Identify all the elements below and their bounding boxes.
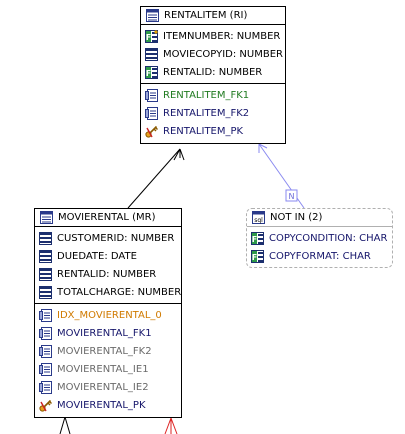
key-label: MOVIERENTAL_PK: [57, 399, 146, 411]
table-icon: [146, 9, 159, 22]
column-icon: [145, 48, 158, 61]
key-row[interactable]: MOVIERENTAL_IE2: [35, 378, 181, 396]
column-row[interactable]: TOTALCHARGE: NUMBER: [35, 283, 181, 301]
key-row[interactable]: MOVIERENTAL_FK1: [35, 324, 181, 342]
column-row[interactable]: DUEDATE: DATE: [35, 247, 181, 265]
movierental-title: MOVIERENTAL (MR): [58, 212, 156, 223]
table-icon: [40, 211, 53, 224]
cardinality-badge: N: [285, 189, 298, 202]
column-label: RENTALID: NUMBER: [57, 268, 157, 280]
notin-constraint[interactable]: NOT IN (2) COPYCONDITION: CHAR COPYFORMA…: [246, 208, 393, 268]
movierental-header[interactable]: MOVIERENTAL (MR): [35, 209, 181, 227]
movierental-table[interactable]: MOVIERENTAL (MR) CUSTOMERID: NUMBER DUED…: [34, 208, 182, 418]
relationship-line[interactable]: [127, 148, 181, 209]
crowsfoot-marker-bottom-red: [164, 417, 178, 434]
key-row[interactable]: MOVIERENTAL_FK2: [35, 342, 181, 360]
key-label: MOVIERENTAL_FK1: [57, 327, 152, 339]
key-row[interactable]: RENTALITEM_FK1: [141, 86, 285, 104]
column-row[interactable]: ITEMNUMBER: NUMBER: [141, 27, 285, 45]
fk-column-icon: [251, 232, 264, 245]
rentalitem-columns: ITEMNUMBER: NUMBER MOVIECOPYID: NUMBER R…: [141, 25, 285, 83]
column-label: DUEDATE: DATE: [57, 250, 137, 262]
index-icon: [39, 363, 52, 376]
column-icon: [39, 232, 52, 245]
index-icon: [39, 309, 52, 322]
key-icon: [145, 125, 158, 138]
sql-icon: [252, 211, 265, 224]
fk-column-icon: [251, 250, 264, 263]
column-label: COPYFORMAT: CHAR: [269, 250, 371, 262]
key-label: MOVIERENTAL_FK2: [57, 345, 152, 357]
key-label: MOVIERENTAL_IE1: [57, 363, 149, 375]
notin-header[interactable]: NOT IN (2): [247, 209, 392, 227]
key-row[interactable]: RENTALITEM_PK: [141, 122, 285, 140]
key-label: RENTALITEM_FK2: [163, 107, 250, 119]
rentalitem-title: RENTALITEM (RI): [164, 10, 248, 21]
movierental-keys: IDX_MOVIERENTAL_0 MOVIERENTAL_FK1 MOVIER…: [35, 303, 181, 416]
column-label: MOVIECOPYID: NUMBER: [163, 48, 283, 60]
crowsfoot-marker-bottom-left: [59, 416, 71, 434]
notin-title: NOT IN (2): [270, 212, 323, 223]
index-icon: [39, 381, 52, 394]
rentalitem-table[interactable]: RENTALITEM (RI) ITEMNUMBER: NUMBER MOVIE…: [140, 6, 286, 144]
cardinality-label: N: [289, 192, 295, 201]
column-label: RENTALID: NUMBER: [163, 66, 263, 78]
column-row[interactable]: RENTALID: NUMBER: [35, 265, 181, 283]
column-label: CUSTOMERID: NUMBER: [57, 232, 175, 244]
column-icon: [39, 250, 52, 263]
column-icon: [39, 268, 52, 281]
column-icon: [39, 286, 52, 299]
key-label: IDX_MOVIERENTAL_0: [57, 309, 162, 321]
column-row[interactable]: CUSTOMERID: NUMBER: [35, 229, 181, 247]
column-label: COPYCONDITION: CHAR: [269, 232, 388, 244]
fk-column-icon: [145, 66, 158, 79]
rentalitem-header[interactable]: RENTALITEM (RI): [141, 7, 285, 25]
key-label: RENTALITEM_PK: [163, 125, 244, 137]
key-row[interactable]: RENTALITEM_FK2: [141, 104, 285, 122]
rentalitem-keys: RENTALITEM_FK1 RENTALITEM_FK2 RENTALITEM…: [141, 83, 285, 142]
index-icon: [145, 89, 158, 102]
key-row[interactable]: IDX_MOVIERENTAL_0: [35, 306, 181, 324]
arrow-head-icon: [258, 143, 268, 153]
index-icon: [39, 327, 52, 340]
key-row[interactable]: MOVIERENTAL_PK: [35, 396, 181, 414]
crowsfoot-marker: [173, 148, 185, 161]
column-row[interactable]: RENTALID: NUMBER: [141, 63, 285, 81]
notin-columns: COPYCONDITION: CHAR COPYFORMAT: CHAR: [247, 227, 392, 267]
key-icon: [39, 399, 52, 412]
column-label: ITEMNUMBER: NUMBER: [163, 30, 281, 42]
key-label: MOVIERENTAL_IE2: [57, 381, 149, 393]
key-row[interactable]: MOVIERENTAL_IE1: [35, 360, 181, 378]
index-icon: [145, 107, 158, 120]
index-icon: [39, 345, 52, 358]
key-label: RENTALITEM_FK1: [163, 89, 250, 101]
column-label: TOTALCHARGE: NUMBER: [57, 286, 182, 298]
column-row[interactable]: COPYFORMAT: CHAR: [247, 247, 392, 265]
movierental-columns: CUSTOMERID: NUMBER DUEDATE: DATE RENTALI…: [35, 227, 181, 303]
column-row[interactable]: MOVIECOPYID: NUMBER: [141, 45, 285, 63]
column-row[interactable]: COPYCONDITION: CHAR: [247, 229, 392, 247]
pk-fk-column-icon: [145, 30, 158, 43]
